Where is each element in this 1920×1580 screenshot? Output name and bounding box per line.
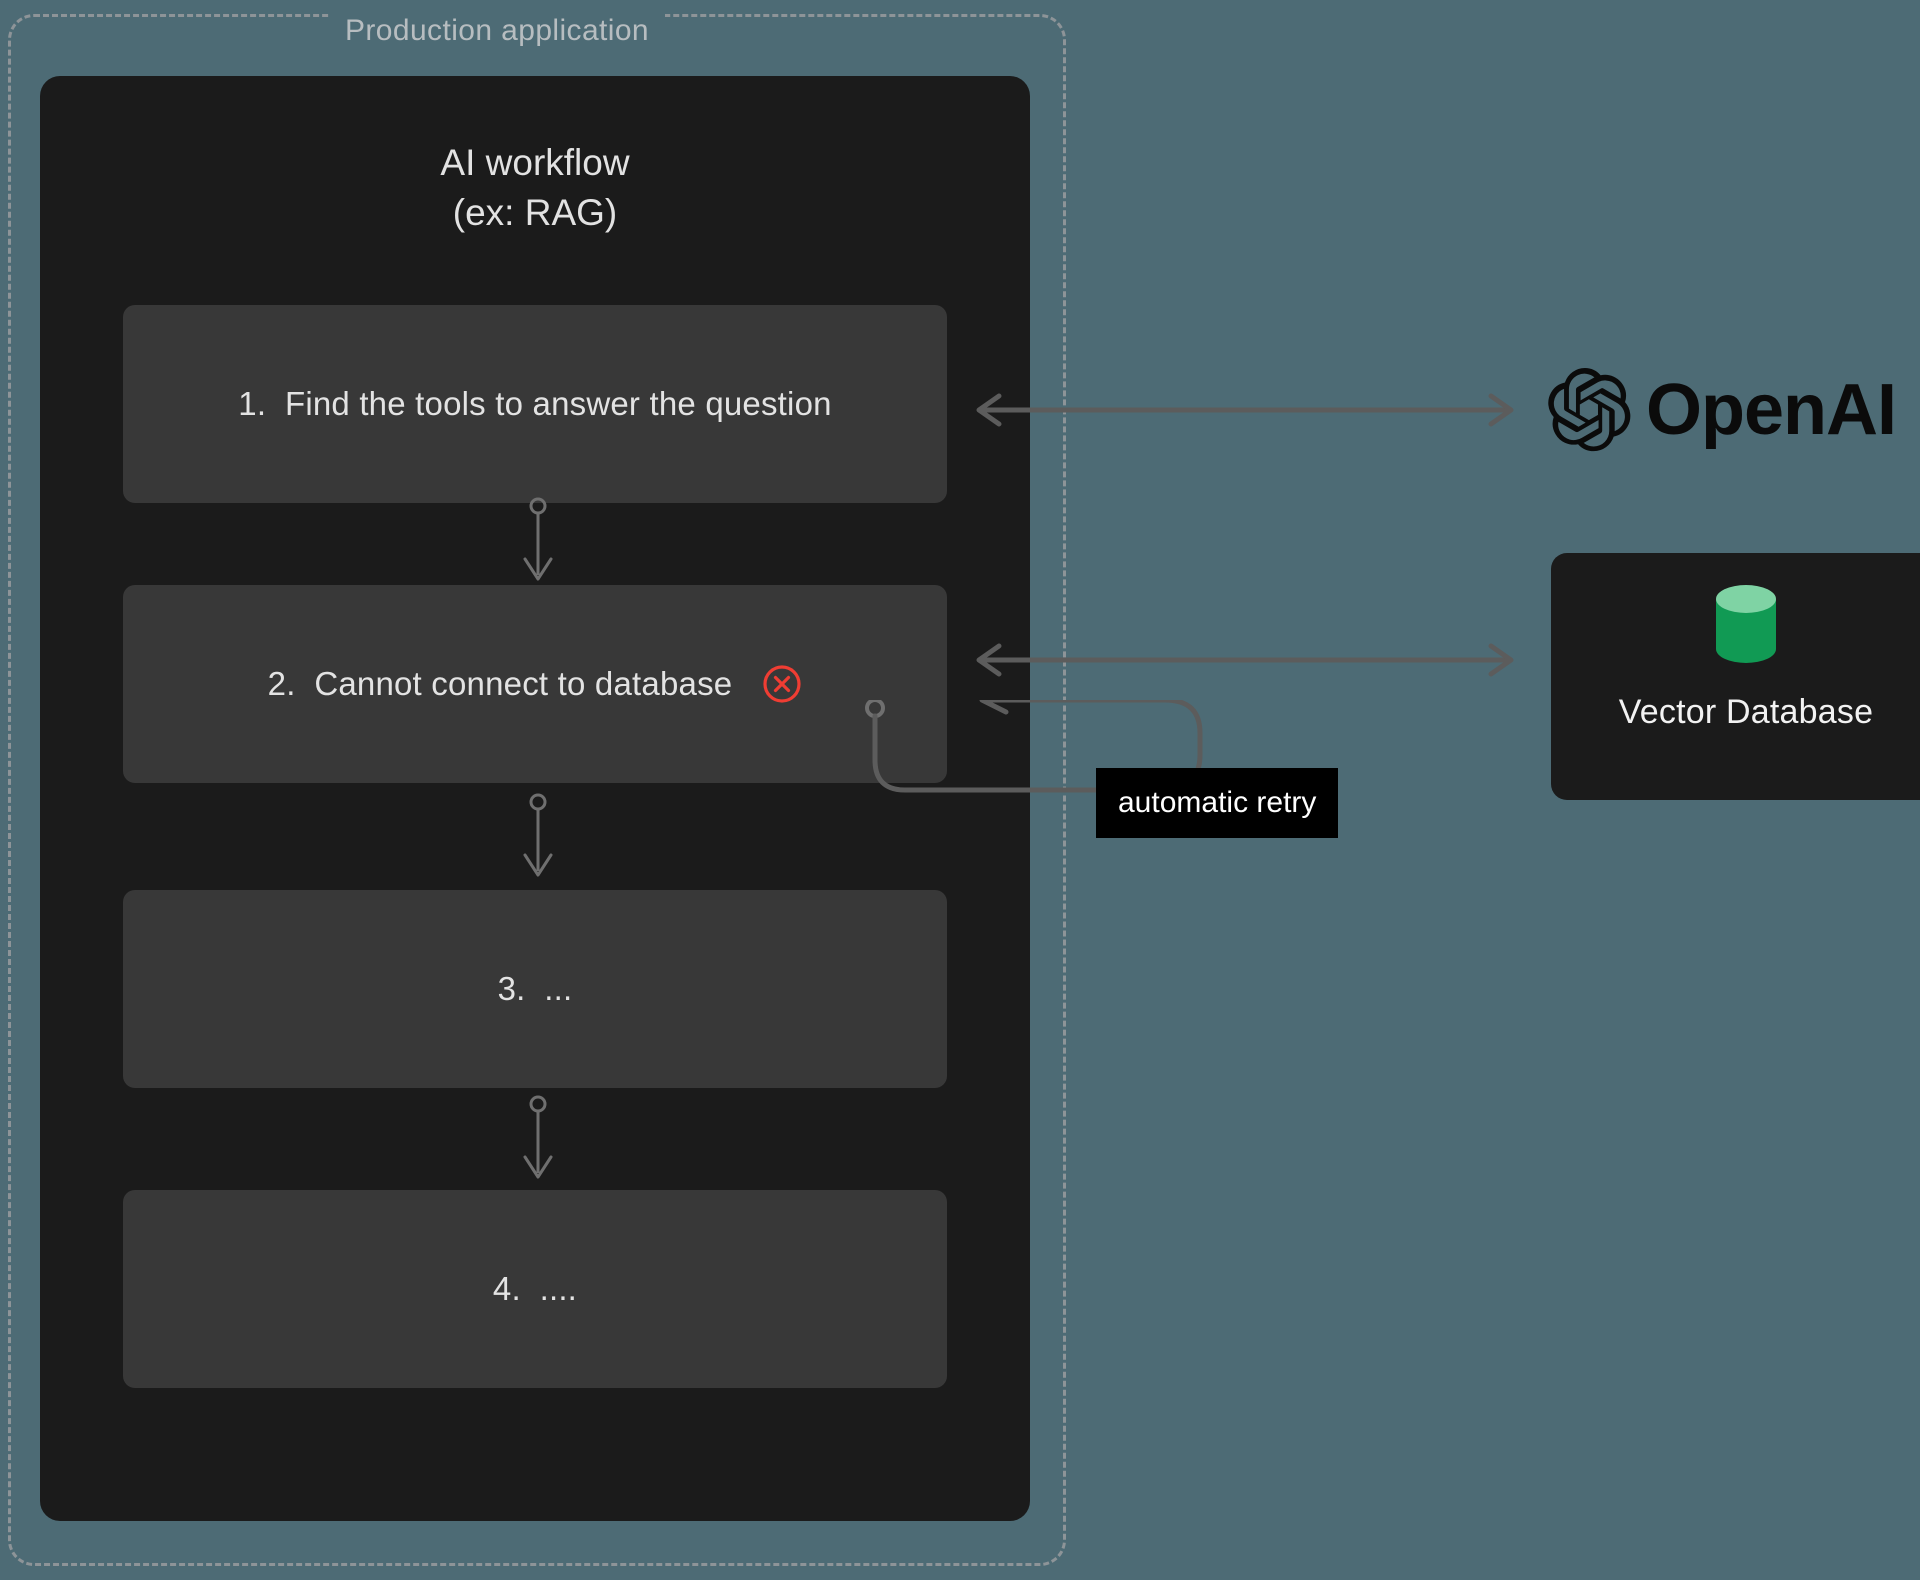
workflow-step-4-label: 4. .... (492, 1270, 578, 1307)
production-application-label: Production application (329, 13, 665, 49)
workflow-step-1-label: 1. Find the tools to answer the question (238, 385, 832, 422)
openai-service[interactable]: OpenAI (1548, 360, 1906, 460)
connector-step3-to-step4 (523, 1095, 553, 1179)
circle-x-icon (762, 664, 802, 704)
workflow-step-3-label: 3. ... (497, 970, 573, 1007)
vector-database-label: Vector Database (1618, 693, 1874, 731)
ai-workflow-title: AI workflow (ex: RAG) (440, 142, 630, 233)
openai-logo-icon (1548, 368, 1631, 452)
workflow-step-2-label: 2. Cannot connect to database (267, 665, 733, 702)
database-cylinder-icon (1716, 585, 1776, 663)
workflow-step-1[interactable]: 1. Find the tools to answer the question (123, 305, 947, 503)
automatic-retry-label: automatic retry (1096, 768, 1339, 838)
openai-wordmark: OpenAI (1646, 370, 1897, 450)
workflow-step-2[interactable]: 2. Cannot connect to database (123, 585, 947, 783)
connector-step1-to-openai (976, 393, 1514, 427)
workflow-step-4[interactable]: 4. .... (123, 1190, 947, 1388)
vector-database-service[interactable]: Vector Database (1551, 553, 1920, 800)
workflow-step-3[interactable]: 3. ... (123, 890, 947, 1088)
connector-step2-to-vector-database (976, 643, 1514, 677)
connector-step2-to-step3 (523, 793, 553, 877)
connector-step1-to-step2 (523, 497, 553, 581)
